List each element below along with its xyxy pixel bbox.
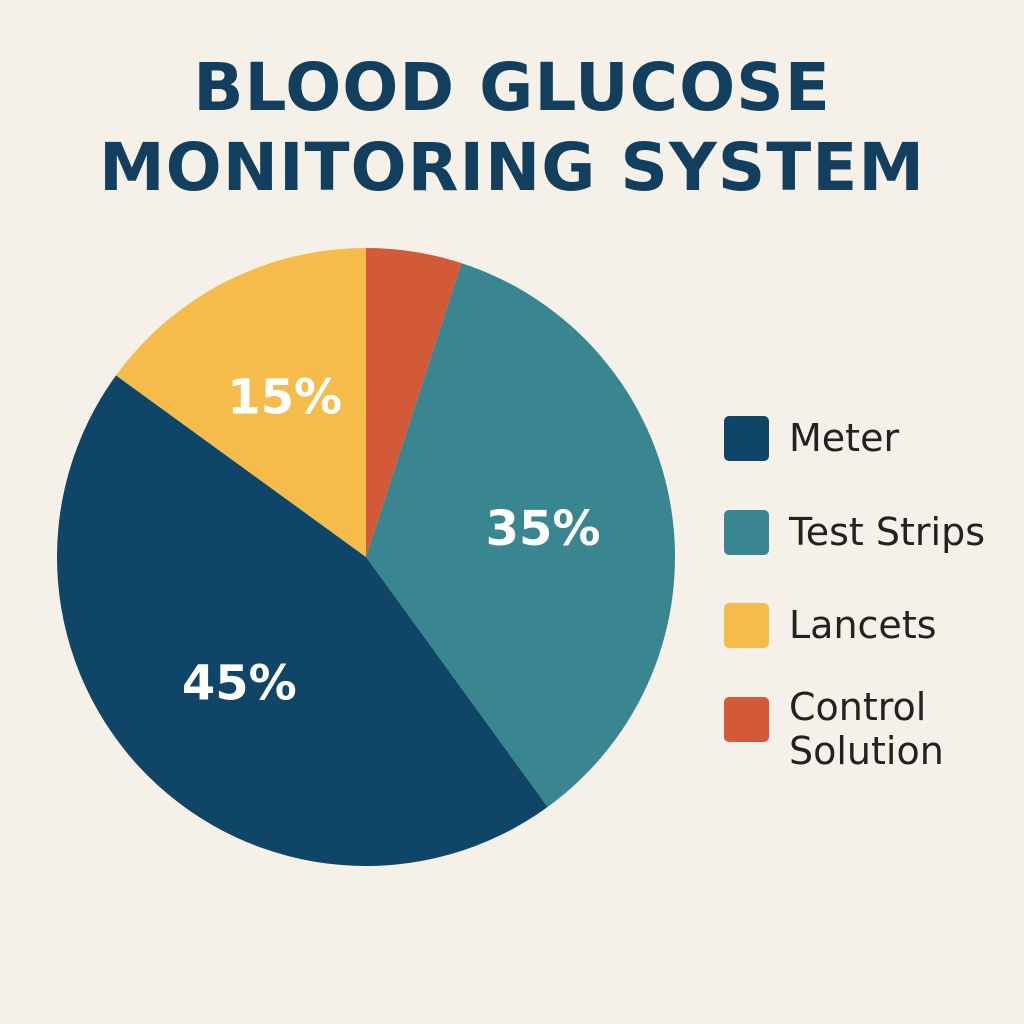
pie-slice-control-solution [366, 248, 462, 557]
legend-swatch [724, 697, 769, 742]
legend-item-control-solution: Control Solution [724, 685, 1024, 773]
title-line-1: BLOOD GLUCOSE [193, 49, 831, 126]
legend-label: Meter [789, 416, 900, 460]
pie-slice-meter [56, 375, 548, 866]
slice-label: 35% [486, 501, 601, 557]
pie-slice-test-strips [366, 263, 676, 807]
legend-swatch [724, 603, 769, 648]
legend-item-lancets: Lancets [724, 603, 1024, 648]
legend-swatch [724, 416, 769, 461]
legend-label: Test Strips [789, 510, 986, 554]
legend-label: Control Solution [789, 685, 944, 773]
chart-title: BLOOD GLUCOSE MONITORING SYSTEM [0, 48, 1024, 208]
legend-item-meter: Meter [724, 416, 1024, 461]
legend-item-test-strips: Test Strips [724, 510, 1024, 555]
slice-label: 45% [182, 656, 297, 712]
legend-swatch [724, 510, 769, 555]
slice-label: 15% [227, 369, 342, 425]
pie-slice-lancets [116, 248, 366, 557]
title-line-2: MONITORING SYSTEM [98, 129, 926, 206]
legend-label: Lancets [789, 603, 937, 647]
